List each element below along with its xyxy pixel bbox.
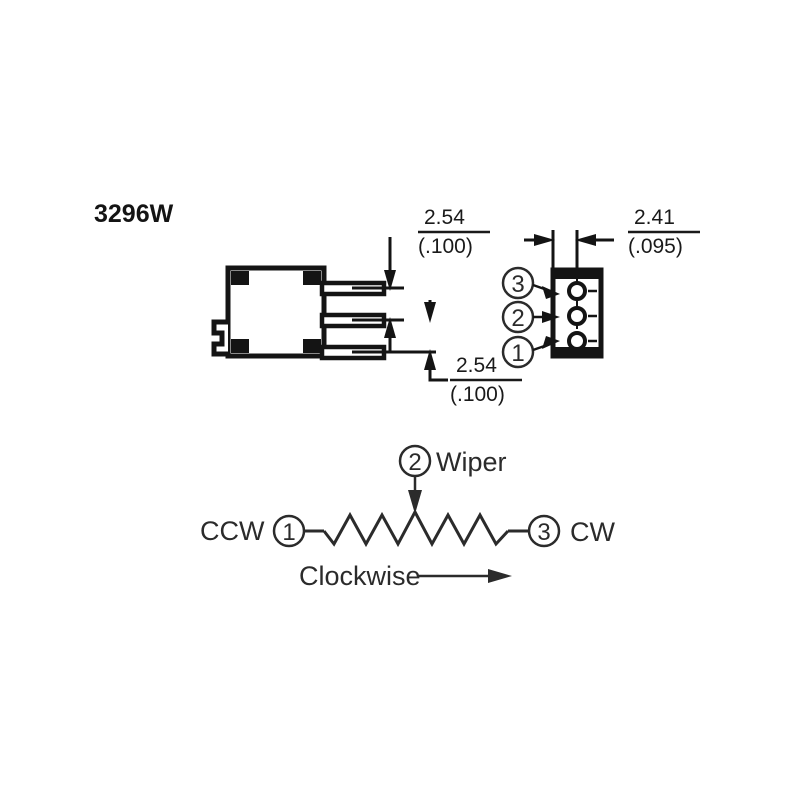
dimension-pitch-top: 2.54 (.100) bbox=[352, 206, 490, 352]
wiper-label: Wiper bbox=[436, 447, 507, 477]
dim-pitch-top-metric: 2.54 bbox=[424, 206, 465, 229]
corner-pad-bottom-left bbox=[231, 339, 249, 353]
wiper-arrow bbox=[408, 490, 422, 514]
arrow-up-top bbox=[384, 317, 396, 338]
ccw-label: CCW bbox=[200, 516, 265, 546]
dim-offset-metric: 2.41 bbox=[634, 206, 675, 229]
dim-pitch-bottom-imperial: (.100) bbox=[450, 383, 505, 406]
end-view-pin-2 bbox=[567, 306, 587, 326]
leader-bottom bbox=[428, 368, 448, 382]
callout-label-1: 1 bbox=[511, 340, 524, 367]
end-view-top-flange bbox=[551, 270, 603, 279]
dimension-pitch-bottom: 2.54 (.100) bbox=[352, 300, 522, 406]
terminal-label-1: 1 bbox=[282, 519, 295, 546]
corner-pad-bottom-right bbox=[303, 339, 321, 353]
arrow-up-bottom bbox=[424, 349, 436, 370]
dim-pitch-bottom-metric: 2.54 bbox=[456, 354, 497, 377]
clockwise-arrow-head bbox=[488, 569, 512, 583]
dimension-lead-offset: 2.41 (.095) bbox=[524, 206, 700, 272]
callout-arrow-2 bbox=[542, 311, 560, 323]
callout-arrow-1 bbox=[542, 336, 560, 349]
callout-label-2: 2 bbox=[511, 305, 524, 332]
wiper-callout-number: 2 bbox=[408, 449, 421, 476]
arrow-right-offset bbox=[534, 234, 555, 246]
end-view-pin-3 bbox=[567, 281, 587, 301]
callout-circle-1 bbox=[501, 335, 535, 369]
side-view-group bbox=[211, 265, 387, 361]
part-title: 3296W bbox=[94, 200, 174, 228]
callout-circle-3 bbox=[501, 266, 535, 300]
terminal-label-3: 3 bbox=[537, 519, 550, 546]
wiper-callout-circle bbox=[398, 444, 432, 478]
corner-pad-top-right bbox=[303, 271, 321, 285]
callout-arrow-3 bbox=[542, 286, 560, 299]
arrow-left-offset bbox=[575, 234, 596, 246]
side-notch bbox=[211, 319, 228, 357]
clockwise-label: Clockwise bbox=[299, 561, 421, 591]
dim-offset-imperial: (.095) bbox=[628, 235, 683, 258]
arrow-down-bottom bbox=[424, 302, 436, 323]
dim-pitch-top-imperial: (.100) bbox=[418, 235, 473, 258]
end-view-bottom-flange bbox=[551, 347, 603, 356]
corner-pad-top-left bbox=[231, 271, 249, 285]
end-view-group: 3 2 1 bbox=[501, 266, 604, 369]
callout-label-3: 3 bbox=[511, 271, 524, 298]
terminal-circle-3 bbox=[527, 514, 561, 548]
resistor-element bbox=[322, 508, 510, 548]
end-view-pin-1 bbox=[567, 331, 587, 351]
schematic-group: 2 Wiper CCW 1 3 CW Clockwise bbox=[200, 444, 615, 591]
arrow-down-top bbox=[384, 270, 396, 291]
cw-label: CW bbox=[570, 517, 615, 547]
